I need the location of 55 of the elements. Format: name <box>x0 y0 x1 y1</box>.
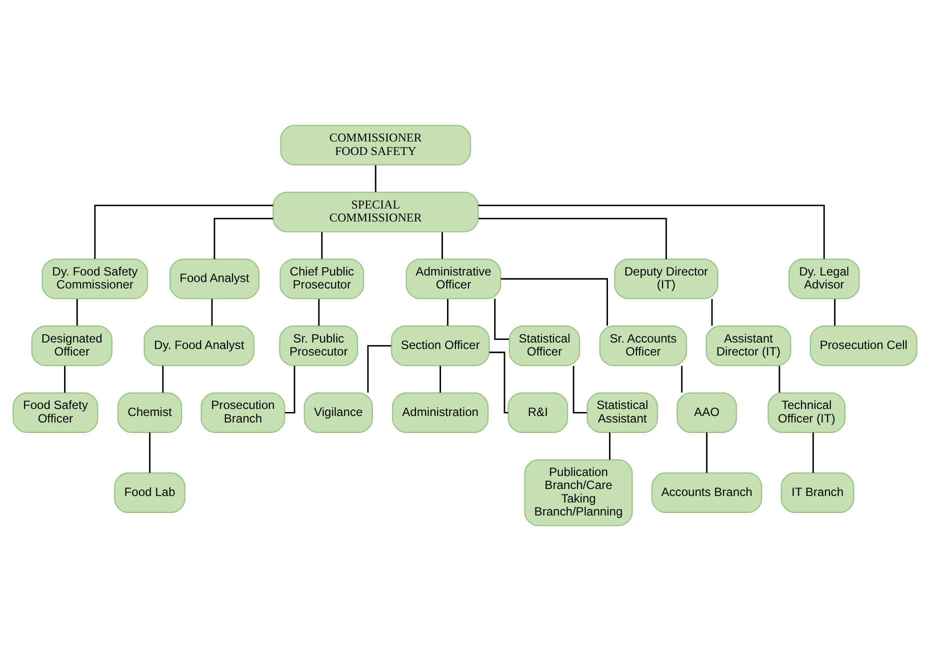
node-box: Dy. Food Analyst <box>144 325 254 366</box>
node-box: Sr. Accounts Officer <box>599 325 688 366</box>
node-box: Prosecution Branch <box>200 392 286 432</box>
connector <box>285 365 296 413</box>
node-box: Chief Public Prosecutor <box>280 258 364 299</box>
connector <box>211 298 213 326</box>
node-box: Publication Branch/Care Taking Branch/Planning <box>524 458 633 526</box>
node-box: Section Officer <box>390 325 490 366</box>
node-box: Dy. Food Safety Commissioner <box>42 258 148 299</box>
node-box: Food Analyst <box>170 258 260 299</box>
node-box: Food Safety Officer <box>12 392 98 432</box>
connector <box>681 365 683 392</box>
connector <box>64 365 66 392</box>
node-box: Food Lab <box>114 472 186 512</box>
node-box: Statistical Officer <box>508 325 580 366</box>
connector <box>834 298 836 326</box>
connector <box>440 365 442 392</box>
node-box: Statistical Assistant <box>586 392 658 432</box>
node-box: SPECIAL COMMISSIONER <box>272 191 479 232</box>
node-box: COMMISSIONER FOOD SAFETY <box>280 124 472 165</box>
connector <box>706 432 708 472</box>
connector <box>214 217 274 259</box>
connector <box>442 232 443 258</box>
node-box: Chemist <box>117 392 182 432</box>
connector <box>778 365 780 392</box>
node-box: Technical Officer (IT) <box>768 392 846 432</box>
node-box: Assistant Director (IT) <box>706 325 792 366</box>
node-box: Accounts Branch <box>651 472 762 512</box>
connector <box>149 432 150 472</box>
connector <box>711 298 713 326</box>
connector <box>76 298 78 326</box>
connector <box>321 232 323 258</box>
connector <box>500 278 608 326</box>
node-box: AAO <box>676 392 737 432</box>
connector <box>494 298 509 340</box>
connector <box>447 298 448 326</box>
connector <box>162 365 164 392</box>
node-box: Deputy Director (IT) <box>614 258 718 299</box>
node-box: Administrative Officer <box>406 258 502 299</box>
node-box: IT Branch <box>780 472 854 512</box>
node-box: Prosecution Cell <box>810 325 918 366</box>
connector <box>94 204 274 258</box>
node-box: Administration <box>392 392 489 432</box>
node-box: Sr. Public Prosecutor <box>279 325 358 366</box>
node-box: Vigilance <box>304 392 373 432</box>
connector <box>812 432 814 472</box>
connector <box>609 432 610 460</box>
connector <box>367 344 392 392</box>
connector <box>478 217 667 259</box>
connector <box>478 204 825 258</box>
connector <box>374 164 376 192</box>
connector <box>318 298 320 326</box>
node-box: R&I <box>508 392 568 432</box>
node-box: Dy. Legal Advisor <box>788 258 860 299</box>
node-box: Designated Officer <box>31 325 112 366</box>
